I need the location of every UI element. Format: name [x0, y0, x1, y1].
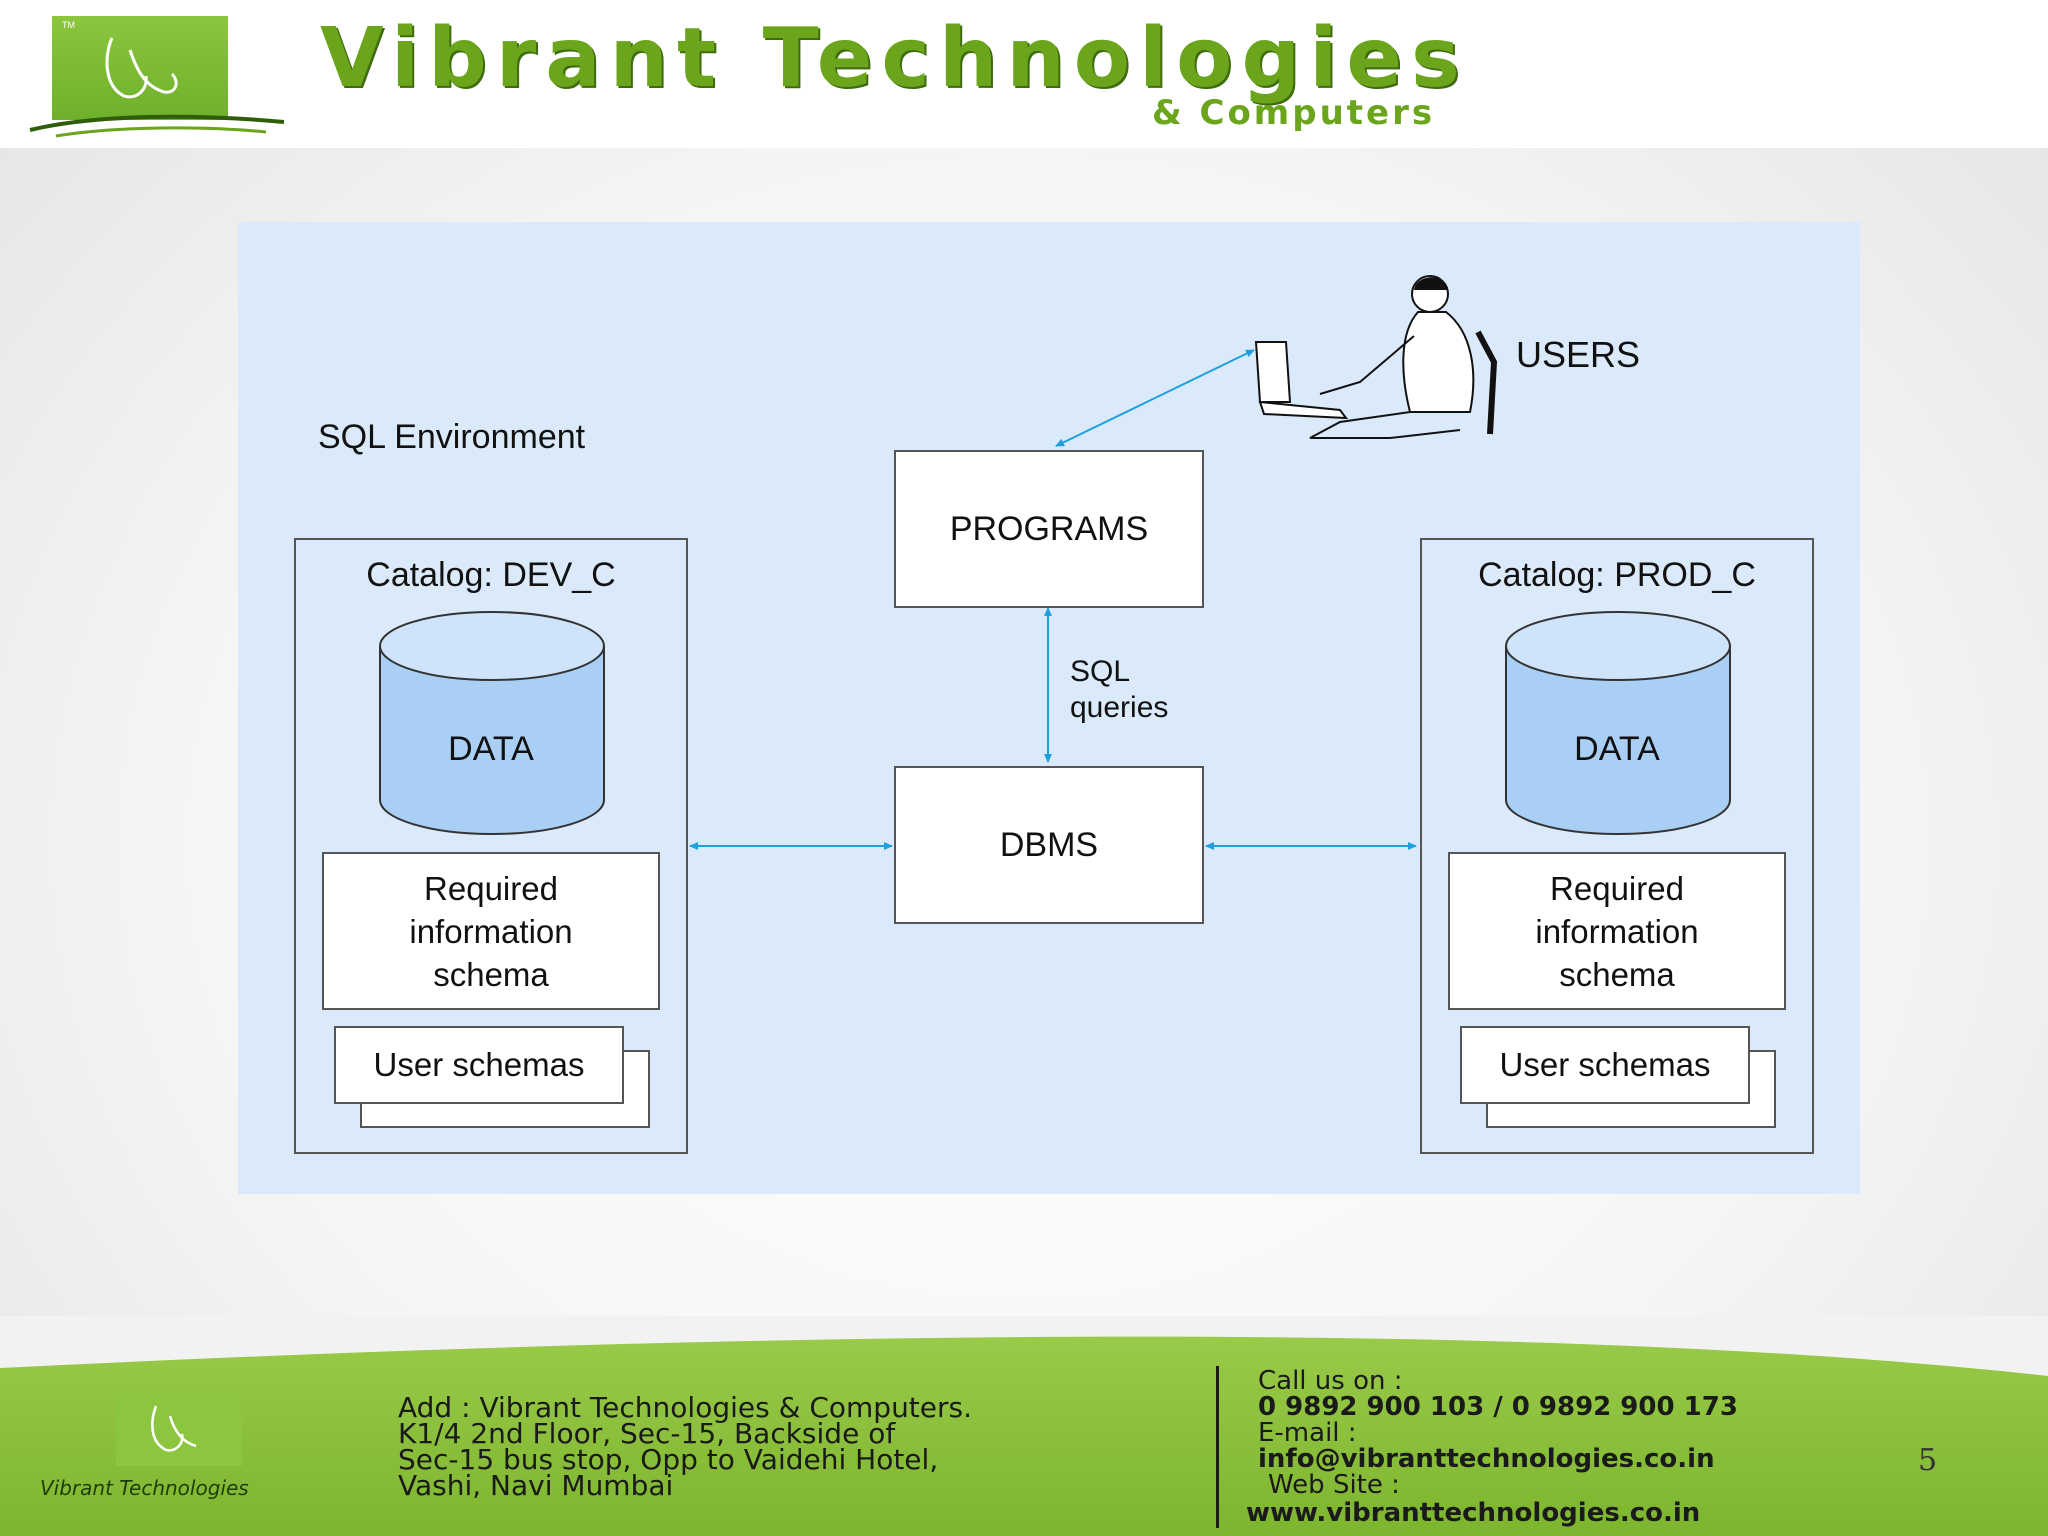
arrow-users-programs: [1055, 349, 1255, 447]
header-banner: TM Vibrant Technologies & Computers: [0, 0, 2048, 148]
call-label: Call us on :: [1258, 1366, 1403, 1396]
email-link[interactable]: info@vibranttechnologies.co.in: [1258, 1444, 1715, 1474]
email-label: E-mail :: [1258, 1418, 1357, 1448]
address-line-3: Sec-15 bus stop, Opp to Vaidehi Hotel,: [398, 1443, 939, 1476]
dev-data-cylinder-icon: [379, 611, 605, 835]
prod-data-label: DATA: [1574, 730, 1660, 768]
sql-environment-label: SQL Environment: [318, 418, 586, 456]
brand-title: Vibrant Technologies: [320, 11, 1469, 106]
catalog-prod-c: Catalog: PROD_C DATA Required informatio…: [1420, 538, 1814, 1154]
dev-schema-line2: information: [409, 912, 573, 950]
footer-wave: [0, 1316, 2048, 1376]
footer-logo-caption: Vibrant Technologies: [40, 1476, 249, 1500]
address-line-2: K1/4 2nd Floor, Sec-15, Backside of: [398, 1417, 896, 1450]
sql-queries-label: SQL queries: [1070, 654, 1168, 726]
logo-tm-mark: TM: [62, 20, 75, 30]
dev-schema-line3: schema: [433, 955, 549, 993]
sql-queries-line1: SQL: [1070, 655, 1131, 688]
prod-schema-line1: Required: [1550, 869, 1684, 907]
connector-arrows: [689, 349, 1417, 850]
prod-user-schemas-box: User schemas: [1460, 1026, 1750, 1104]
prod-user-schemas-label: User schemas: [1499, 1046, 1711, 1083]
company-logo: TM: [52, 16, 228, 120]
sql-environment-diagram: USERS SQL Environment PROGRAMS SQL queri…: [238, 222, 1860, 1194]
phone-numbers: 0 9892 900 103 / 0 9892 900 173: [1258, 1392, 1738, 1422]
address-line-4: Vashi, Navi Mumbai: [398, 1469, 674, 1502]
dev-user-schemas-label: User schemas: [373, 1046, 585, 1083]
sql-queries-line2: queries: [1070, 691, 1169, 724]
prod-data-cylinder-icon: [1505, 611, 1731, 835]
dev-schema-line1: Required: [424, 869, 558, 907]
address-line-1: Add : Vibrant Technologies & Computers.: [398, 1391, 973, 1424]
dbms-label: DBMS: [999, 825, 1099, 864]
footer-divider: [1216, 1366, 1219, 1528]
prod-info-schema-box: Required information schema: [1448, 852, 1786, 1010]
users-label: USERS: [1516, 334, 1641, 375]
dev-data-label: DATA: [448, 730, 534, 768]
logo-swoosh: [29, 114, 285, 138]
catalog-dev-c: Catalog: DEV_C DATA Required information…: [294, 538, 688, 1154]
prod-schema-line2: information: [1535, 912, 1699, 950]
brand-subtitle: & Computers: [1152, 93, 1436, 133]
programs-label: PROGRAMS: [949, 509, 1149, 548]
dev-info-schema-box: Required information schema: [322, 852, 660, 1010]
prod-schema-line3: schema: [1559, 955, 1675, 993]
page-number: 5: [1918, 1443, 1938, 1478]
dbms-box: DBMS: [894, 766, 1204, 924]
website-label: Web Site :: [1268, 1470, 1400, 1500]
dev-user-schemas-box: User schemas: [334, 1026, 624, 1104]
catalog-prod-title: Catalog: PROD_C: [1478, 556, 1756, 594]
user-at-computer-icon: [1254, 275, 1498, 439]
programs-box: PROGRAMS: [894, 450, 1204, 608]
website-link[interactable]: www.vibranttechnologies.co.in: [1246, 1498, 1701, 1528]
footer-logo: [116, 1394, 242, 1466]
footer-banner: Vibrant Technologies Add : Vibrant Techn…: [0, 1316, 2048, 1536]
catalog-dev-title: Catalog: DEV_C: [366, 556, 616, 594]
